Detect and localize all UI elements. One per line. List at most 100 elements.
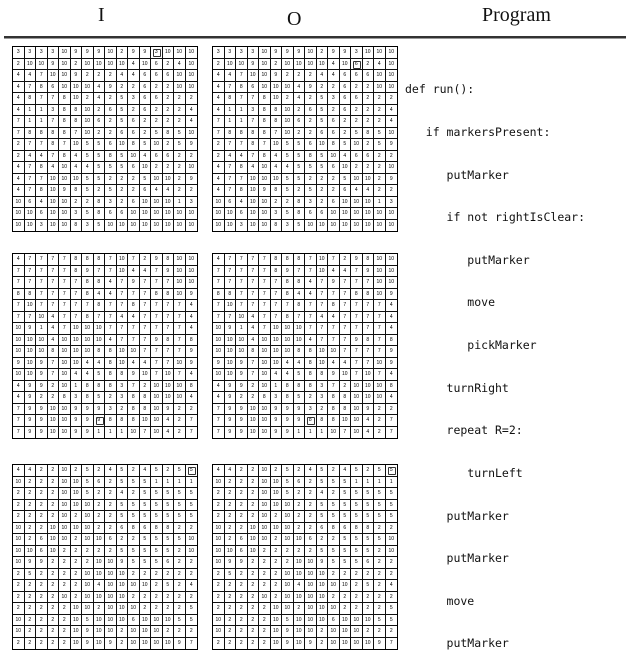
grid-cell: 7 <box>270 300 282 312</box>
grid-cell: 8 <box>151 288 163 300</box>
grid-cell: 10 <box>385 254 397 266</box>
grid-cell: 2 <box>213 488 225 500</box>
grid-cell: 10 <box>351 139 363 151</box>
grid-cell: 2 <box>225 637 236 649</box>
grid-cell: 7 <box>270 311 282 323</box>
grid-cell: 2 <box>236 476 248 488</box>
grid-cell: 7 <box>259 139 271 151</box>
grid-cell: 10 <box>236 311 248 323</box>
grid-cell: 5 <box>116 511 128 523</box>
grid-cell: 10 <box>116 568 128 580</box>
grid-cell: 4 <box>363 426 374 438</box>
grid-cell: 10 <box>270 323 282 335</box>
grid-cell: 2 <box>47 476 59 488</box>
grid-cell: 2 <box>47 580 59 592</box>
grid-cell: 2 <box>174 522 186 534</box>
grid-cell: 8 <box>271 219 282 231</box>
grid-cell: 8 <box>316 369 328 381</box>
grid-cell: 5 <box>116 545 128 557</box>
grid-cell: 10 <box>139 196 151 208</box>
grid-cell: 6 <box>293 476 305 488</box>
grid-cell: 5 <box>162 499 174 511</box>
grid-cell: 7 <box>224 311 236 323</box>
grid-cell: 10 <box>59 369 71 381</box>
grid-cell: 10 <box>174 254 186 266</box>
grid-cell: 4 <box>116 311 128 323</box>
grid-cell: 5 <box>174 511 186 523</box>
grid-cell: 5 <box>185 511 197 523</box>
grid-cell: 10 <box>13 534 25 546</box>
grid-cell: 2 <box>224 603 236 615</box>
grid-cell: 10 <box>385 266 397 277</box>
grid-cell: 10 <box>213 369 225 381</box>
grid-cell: 10 <box>374 288 386 300</box>
grid-cell: 7 <box>139 288 151 300</box>
grid-cell: 2 <box>70 591 82 603</box>
grid-cell: 4 <box>247 162 259 174</box>
grid-cell: 9 <box>385 174 397 185</box>
grid-cell: 4 <box>93 288 105 300</box>
grid-cell: 10 <box>351 380 363 392</box>
grid-cell: 7 <box>47 357 59 369</box>
grid-cell: 7 <box>59 139 71 151</box>
grid-cell: 7 <box>151 323 163 335</box>
grid-cell: 10 <box>339 196 351 208</box>
grid-cell: 9 <box>224 557 236 569</box>
grid-cell: 6 <box>105 534 117 546</box>
grid-cell: 5 <box>385 511 397 523</box>
grid-cell: 5 <box>139 173 151 185</box>
grid-cell: 2 <box>105 499 117 511</box>
grid-cell: 10 <box>128 346 140 358</box>
grid-cell: 10 <box>270 81 282 93</box>
grid-cell: 6 <box>351 150 363 162</box>
grid-cell: 2 <box>224 580 236 592</box>
grid-cell: 10 <box>128 626 140 638</box>
grid-cell: 2 <box>93 70 105 82</box>
grid-cell: 5 <box>224 568 236 580</box>
grid-cell: 2 <box>213 603 225 615</box>
grid-cell: 10 <box>162 614 174 626</box>
grid-cell: 2 <box>174 426 186 438</box>
grid-cell: 9 <box>36 557 48 569</box>
grid-cell: 2 <box>374 522 386 534</box>
grid-cell: 10 <box>328 637 340 649</box>
grid-cell: 10 <box>374 254 386 266</box>
grid-cell: 4 <box>185 580 197 592</box>
grid-cell: 10 <box>151 380 163 392</box>
grid-cell: 5 <box>293 392 305 404</box>
grid-cell: 2 <box>351 568 363 580</box>
grid-cell: 5 <box>139 534 151 546</box>
grid-cell: 9 <box>282 626 294 638</box>
grid-cell: 10 <box>151 403 163 415</box>
grid-cell: 3 <box>236 47 248 59</box>
grid-cell: 3 <box>185 197 197 208</box>
grid-cell: 4 <box>128 357 140 369</box>
grid-cell: 10 <box>36 346 48 358</box>
grid-cell: 7 <box>259 254 271 266</box>
grid-cell: 10 <box>270 476 282 488</box>
grid-cell: 2 <box>328 465 340 477</box>
grid-cell: 5 <box>374 614 386 626</box>
grid-cell: 10 <box>259 357 271 369</box>
grid-cell: 4 <box>105 465 117 477</box>
grid-cell: 2 <box>105 116 117 128</box>
grid-cell: 6 <box>328 614 340 626</box>
grid-cell: 2 <box>174 185 186 197</box>
grid-cell: 2 <box>328 104 340 116</box>
grid-cell: 3 <box>213 47 225 59</box>
grid-cell: 10 <box>282 334 294 346</box>
grid-cell: 10 <box>82 568 94 580</box>
grid-cell: 7 <box>47 254 59 266</box>
grid-cell: 10 <box>151 173 163 185</box>
grid-cell: 3 <box>316 392 328 404</box>
grid-cell: 7 <box>105 254 117 266</box>
grid-cell: 2 <box>174 591 186 603</box>
grid-cell: 5 <box>162 534 174 546</box>
grid-cell: 7 <box>105 311 117 323</box>
grid-cell: 4 <box>213 380 225 392</box>
grid-cell: 2 <box>339 603 351 615</box>
grid-cell: 7 <box>293 265 305 277</box>
grid-cell: 5 <box>82 139 94 151</box>
grid-cell: 2 <box>362 93 374 105</box>
grid-cell: 8 <box>293 346 305 358</box>
